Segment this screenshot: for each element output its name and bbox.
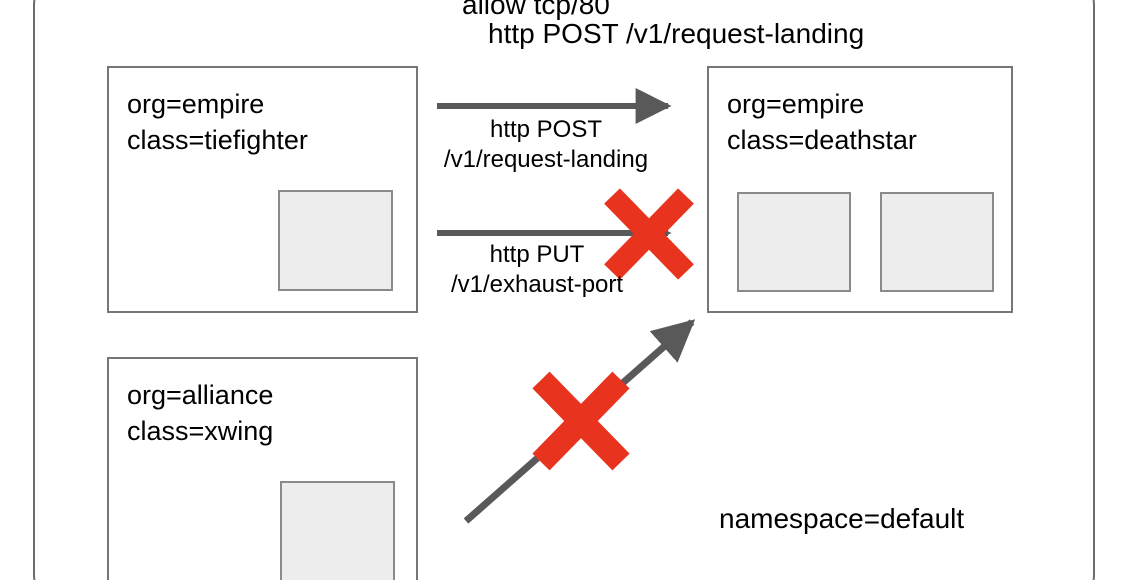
endpoint-labels-deathstar: org=empire class=deathstar bbox=[727, 86, 917, 158]
policy-allow-rule-text: allow tcp/80 bbox=[462, 0, 610, 20]
pod-square bbox=[280, 481, 395, 580]
policy-http-rule-text: http POST /v1/request-landing bbox=[488, 18, 865, 49]
endpoint-box-tiefighter: org=empire class=tiefighter bbox=[107, 66, 418, 313]
flow-label-denied-put: http PUT /v1/exhaust-port bbox=[432, 240, 642, 300]
flow-label-path: /v1/exhaust-port bbox=[450, 271, 624, 298]
flow-label-method: http PUT bbox=[489, 241, 585, 268]
endpoint-label-class: class=tiefighter bbox=[127, 125, 308, 155]
endpoint-label-class: class=xwing bbox=[127, 416, 274, 446]
endpoint-labels-tiefighter: org=empire class=tiefighter bbox=[127, 86, 308, 158]
endpoint-labels-xwing: org=alliance class=xwing bbox=[127, 377, 273, 449]
endpoint-box-xwing: org=alliance class=xwing bbox=[107, 357, 418, 580]
flow-label-path: /v1/request-landing bbox=[443, 146, 649, 173]
pod-square bbox=[880, 192, 994, 292]
flow-label-method: http POST bbox=[489, 116, 603, 143]
endpoint-label-class: class=deathstar bbox=[727, 125, 917, 155]
pod-square bbox=[737, 192, 851, 292]
flow-label-allowed-post: http POST /v1/request-landing bbox=[432, 115, 660, 175]
endpoint-box-deathstar: org=empire class=deathstar bbox=[707, 66, 1013, 313]
namespace-boundary bbox=[33, 0, 1095, 580]
endpoint-label-org: org=alliance bbox=[127, 380, 274, 410]
pod-square bbox=[278, 190, 393, 291]
endpoint-label-org: org=empire bbox=[127, 89, 265, 119]
namespace-caption: namespace=default bbox=[719, 503, 965, 534]
endpoint-label-org: org=empire bbox=[727, 89, 865, 119]
